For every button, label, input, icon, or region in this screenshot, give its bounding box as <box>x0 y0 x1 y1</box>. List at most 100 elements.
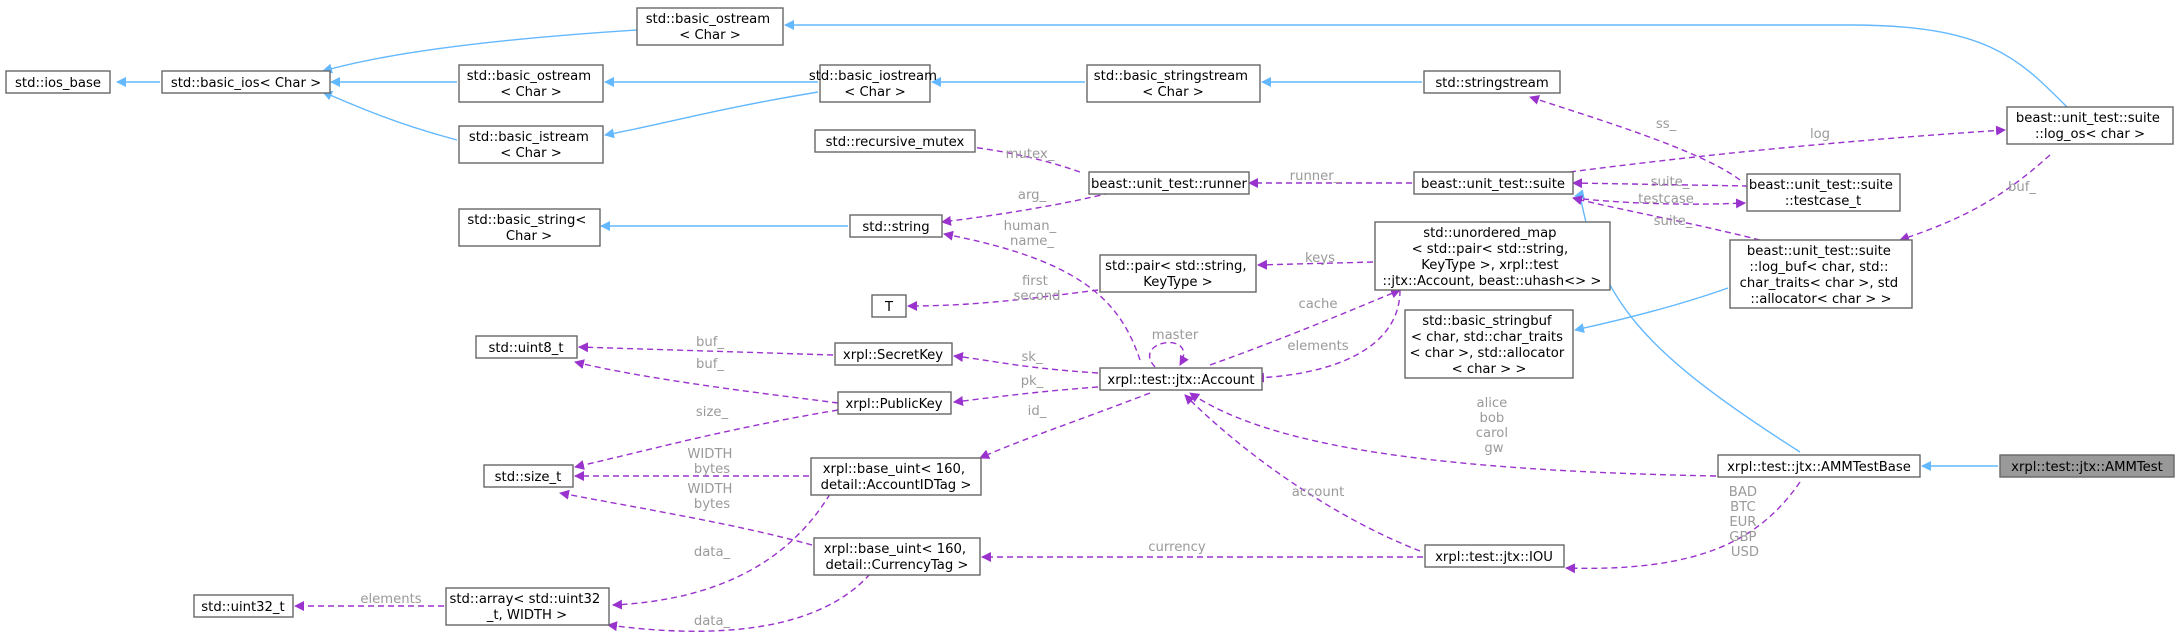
edge-pair-T <box>907 289 1099 311</box>
edge-iou-account <box>1184 394 1421 552</box>
edge-label-ss: ss_ <box>1656 117 1677 132</box>
edge-label-currency: currency <box>1148 540 1206 555</box>
edge-suite-log-os <box>1569 125 2006 173</box>
edge-cur-uint-array <box>607 573 871 632</box>
svg-text:xrpl::test::jtx::Account: xrpl::test::jtx::Account <box>1107 373 1254 388</box>
edge-label-id: id_ <box>1028 404 1047 419</box>
svg-text:std::array< std::uint32: std::array< std::uint32 _t, WIDTH > <box>450 592 605 623</box>
edge-unordered-map-account <box>1254 289 1401 383</box>
node-T[interactable]: T <box>871 294 907 318</box>
node-size-t[interactable]: std::size_t <box>483 464 574 488</box>
node-ios-base[interactable]: std::ios_base <box>5 70 111 94</box>
edge-label-elements-account: elements <box>1287 339 1348 354</box>
node-pair[interactable]: std::pair< std::string, KeyType > <box>1099 254 1257 293</box>
svg-text:std::basic_ios< Char >: std::basic_ios< Char > <box>171 76 321 91</box>
edge-account-string <box>943 230 1141 361</box>
svg-text:std::size_t: std::size_t <box>495 470 562 485</box>
node-basic-stringbuf[interactable]: std::basic_stringbuf < char, std::char_t… <box>1404 309 1574 379</box>
svg-text:xrpl::test::jtx::AMMTest: xrpl::test::jtx::AMMTest <box>2011 460 2163 475</box>
edge-runner-string <box>941 192 1111 226</box>
node-unordered-map[interactable]: std::unordered_map < std::pair< std::str… <box>1374 221 1611 291</box>
svg-text:std::stringstream: std::stringstream <box>1435 76 1548 91</box>
edge-label-account: account <box>1292 485 1345 500</box>
edge-secretkey-uint8 <box>578 342 834 356</box>
svg-text:std::basic_stringbuf <: std::basic_stringbuf < char, std::char_t… <box>1410 314 1569 377</box>
svg-text:std::uint32_t: std::uint32_t <box>201 600 284 615</box>
edge-account-publickey <box>953 386 1099 406</box>
node-basic-string[interactable]: std::basic_string< Char > <box>458 208 601 247</box>
edge-label-master: master <box>1152 328 1199 343</box>
svg-text:beast::unit_test::suite: beast::unit_test::suite <box>1421 177 1565 192</box>
edge-label-buf-logos: buf_ <box>2008 180 2036 195</box>
edge-label-currencies: BAD BTC EUR GBP USD <box>1729 485 1761 560</box>
node-log-os[interactable]: beast::unit_test::suite ::log_os< char > <box>2006 106 2174 145</box>
svg-text:std::unordered_map < s: std::unordered_map < std::pair< std::str… <box>1383 226 1602 289</box>
svg-text:beast::unit_test::runner: beast::unit_test::runner <box>1091 177 1247 192</box>
edge-iostream-to-istream <box>604 91 819 139</box>
svg-text:T: T <box>884 300 894 315</box>
edge-suite-testcase <box>1572 197 1746 209</box>
svg-text:xrpl::test::jtx::IOU: xrpl::test::jtx::IOU <box>1435 550 1553 565</box>
node-account[interactable]: xrpl::test::jtx::Account <box>1099 367 1263 391</box>
node-basic-stringstream[interactable]: std::basic_stringstream < Char > <box>1086 64 1261 103</box>
node-basic-ios[interactable]: std::basic_ios< Char > <box>161 70 331 94</box>
node-base-uint-currency[interactable]: xrpl::base_uint< 160, detail::CurrencyTa… <box>813 537 981 576</box>
edge-label-sk: sk_ <box>1021 350 1043 365</box>
edge-label-elements-array: elements <box>360 592 421 607</box>
svg-text:beast::unit_test::suite: beast::unit_test::suite ::log_buf< char,… <box>1740 244 1903 307</box>
node-basic-ostream[interactable]: std::basic_ostream < Char > <box>458 64 604 103</box>
edge-suite-stringstream <box>1529 95 1741 181</box>
svg-text:std::basic_istream < C: std::basic_istream < Char > <box>469 130 593 161</box>
edge-label-arg: arg_ <box>1018 188 1047 203</box>
edge-labels: mutex_ runner_ arg_ log ss_ suite_ testc… <box>360 117 2036 629</box>
edge-label-size: size_ <box>696 405 729 420</box>
node-iou[interactable]: xrpl::test::jtx::IOU <box>1424 544 1565 568</box>
edge-label-testcase: testcase <box>1638 192 1694 207</box>
node-uint32-t[interactable]: std::uint32_t <box>193 594 294 618</box>
svg-text:xrpl::base_uint< 160,: xrpl::base_uint< 160, detail::AccountIDT… <box>821 462 972 493</box>
node-basic-iostream[interactable]: std::basic_iostream < Char > <box>809 64 941 103</box>
node-array[interactable]: std::array< std::uint32 _t, WIDTH > <box>445 587 610 626</box>
edge-account-secretkey <box>953 352 1099 374</box>
node-publickey[interactable]: xrpl::PublicKey <box>837 391 952 415</box>
edge-label-cache: cache <box>1298 297 1337 312</box>
edge-label-data-2: data_ <box>694 614 731 629</box>
edge-ammtestbase-iou <box>1565 481 1801 574</box>
svg-text:std::basic_ostream < C: std::basic_ostream < Char > <box>646 12 775 43</box>
edge-label-buf-secretkey: buf_ <box>696 335 724 350</box>
node-testcase-t[interactable]: beast::unit_test::suite ::testcase_t <box>1746 173 1901 212</box>
svg-text:xrpl::base_uint< 160,: xrpl::base_uint< 160, detail::CurrencyTa… <box>824 542 971 573</box>
node-ammtestbase[interactable]: xrpl::test::jtx::AMMTestBase <box>1717 454 1921 478</box>
edge-log-os-log-buf <box>1899 154 2051 242</box>
svg-text:xrpl::SecretKey: xrpl::SecretKey <box>843 348 943 363</box>
node-recursive-mutex[interactable]: std::recursive_mutex <box>814 129 976 153</box>
node-suite[interactable]: beast::unit_test::suite <box>1413 171 1574 195</box>
svg-text:std::basic_iostream <: std::basic_iostream < Char > <box>809 69 941 100</box>
node-stringstream[interactable]: std::stringstream <box>1423 70 1561 94</box>
svg-text:std::recursive_mutex: std::recursive_mutex <box>826 135 965 150</box>
node-ammtest[interactable]: xrpl::test::jtx::AMMTest <box>1999 454 2175 478</box>
edge-acct-uint-array <box>612 493 831 610</box>
edge-label-suite-2: suite_ <box>1654 214 1693 229</box>
node-basic-istream[interactable]: std::basic_istream < Char > <box>458 125 604 164</box>
svg-text:beast::unit_test::suite: beast::unit_test::suite ::testcase_t <box>1749 178 1897 209</box>
edge-log-buf-to-stringbuf <box>1574 287 1729 333</box>
edge-log-buf-suite <box>1572 195 1761 241</box>
node-string[interactable]: std::string <box>849 214 943 238</box>
edge-publickey-uint8 <box>574 359 839 404</box>
edge-log-os-to-ostream-top <box>784 20 2071 111</box>
edge-account-acct-uint <box>979 392 1151 459</box>
edge-label-data-1: data_ <box>694 545 731 560</box>
edge-label-human-name: human_ name_ <box>1004 219 1061 249</box>
node-uint8-t[interactable]: std::uint8_t <box>475 335 578 359</box>
node-secretkey[interactable]: xrpl::SecretKey <box>834 342 953 366</box>
node-basic-ostream-top[interactable]: std::basic_ostream < Char > <box>636 7 784 46</box>
node-log-buf[interactable]: beast::unit_test::suite ::log_buf< char,… <box>1729 239 1913 309</box>
nodes: std::ios_base std::basic_ios< Char > std… <box>5 7 2175 626</box>
edge-label-runner: runner_ <box>1290 169 1341 184</box>
node-base-uint-accountid[interactable]: xrpl::base_uint< 160, detail::AccountIDT… <box>810 457 982 496</box>
edge-ammtestbase-account <box>1189 392 1717 477</box>
edge-label-width-bytes-2: WIDTH bytes <box>687 482 736 512</box>
node-runner[interactable]: beast::unit_test::runner <box>1088 171 1250 195</box>
